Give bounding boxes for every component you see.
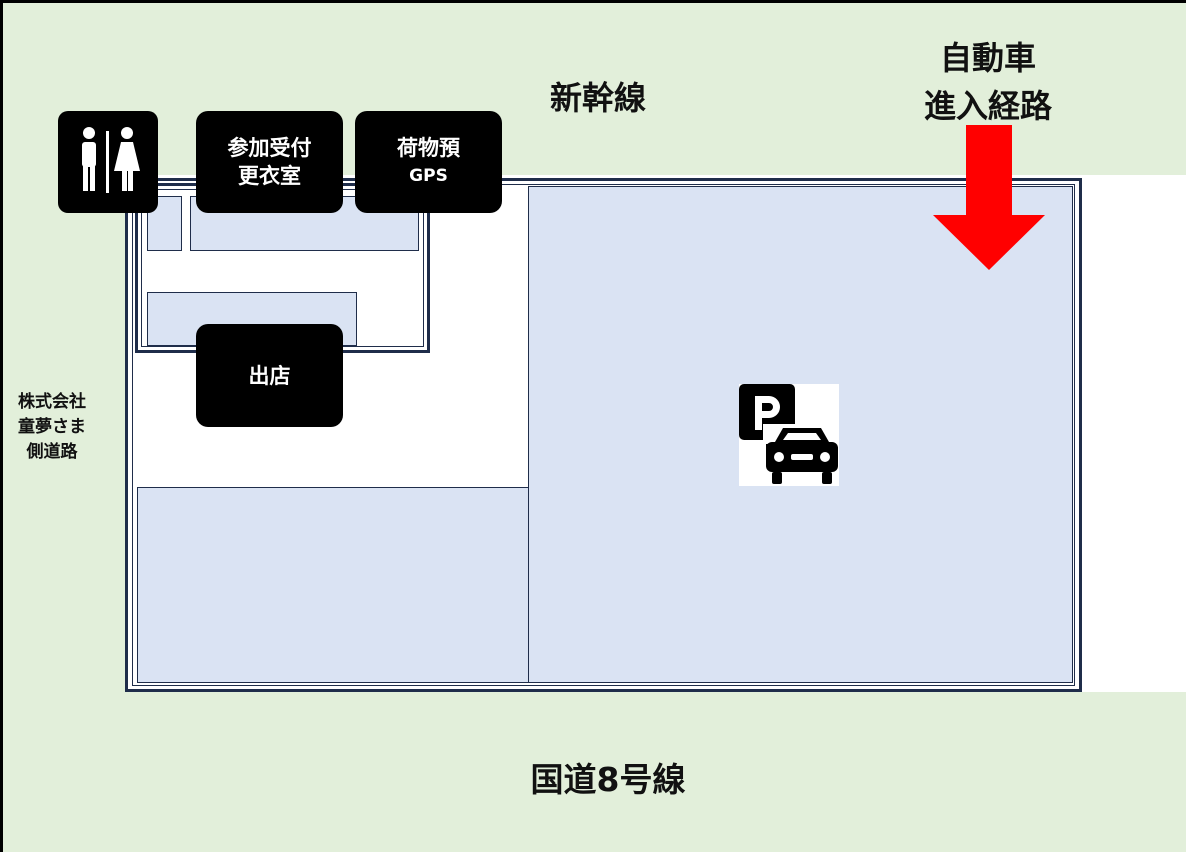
side-road-label: 株式会社 童夢さま 側道路 (11, 390, 93, 465)
shinkansen-label: 新幹線 (549, 79, 646, 117)
reception-label-line1: 参加受付 (227, 136, 312, 160)
venue-outline (125, 178, 1082, 692)
entry-arrow-icon (933, 125, 1045, 270)
reception-label-line2: 更衣室 (238, 164, 301, 188)
parking-icon-wrapper (739, 384, 839, 486)
side-road-label-line3: 側道路 (26, 442, 78, 462)
restroom-icon (82, 127, 140, 193)
shop-label: 出店 (248, 363, 291, 388)
side-road-label-line1: 株式会社 (18, 392, 86, 412)
luggage-label-line2: GPS (409, 166, 448, 186)
luggage-label-line1: 荷物預 (397, 136, 460, 160)
entry-route-label-line1: 自動車 (939, 39, 1036, 77)
entry-route-label-line2: 進入経路 (923, 87, 1052, 125)
side-road-label-line2: 童夢さま (18, 417, 86, 437)
parking-car-icon (739, 384, 839, 486)
national-road-area (3, 692, 1186, 852)
shop-box: 出店 (196, 324, 343, 427)
restroom-box (58, 111, 158, 213)
reception-box: 参加受付 更衣室 (196, 111, 343, 213)
lower-left-lot (137, 487, 529, 683)
luggage-box: 荷物預 GPS (355, 111, 502, 213)
venue-inner-frame (132, 184, 1075, 686)
national-road-label: 国道8号線 (530, 760, 686, 799)
side-road-area (3, 175, 125, 692)
